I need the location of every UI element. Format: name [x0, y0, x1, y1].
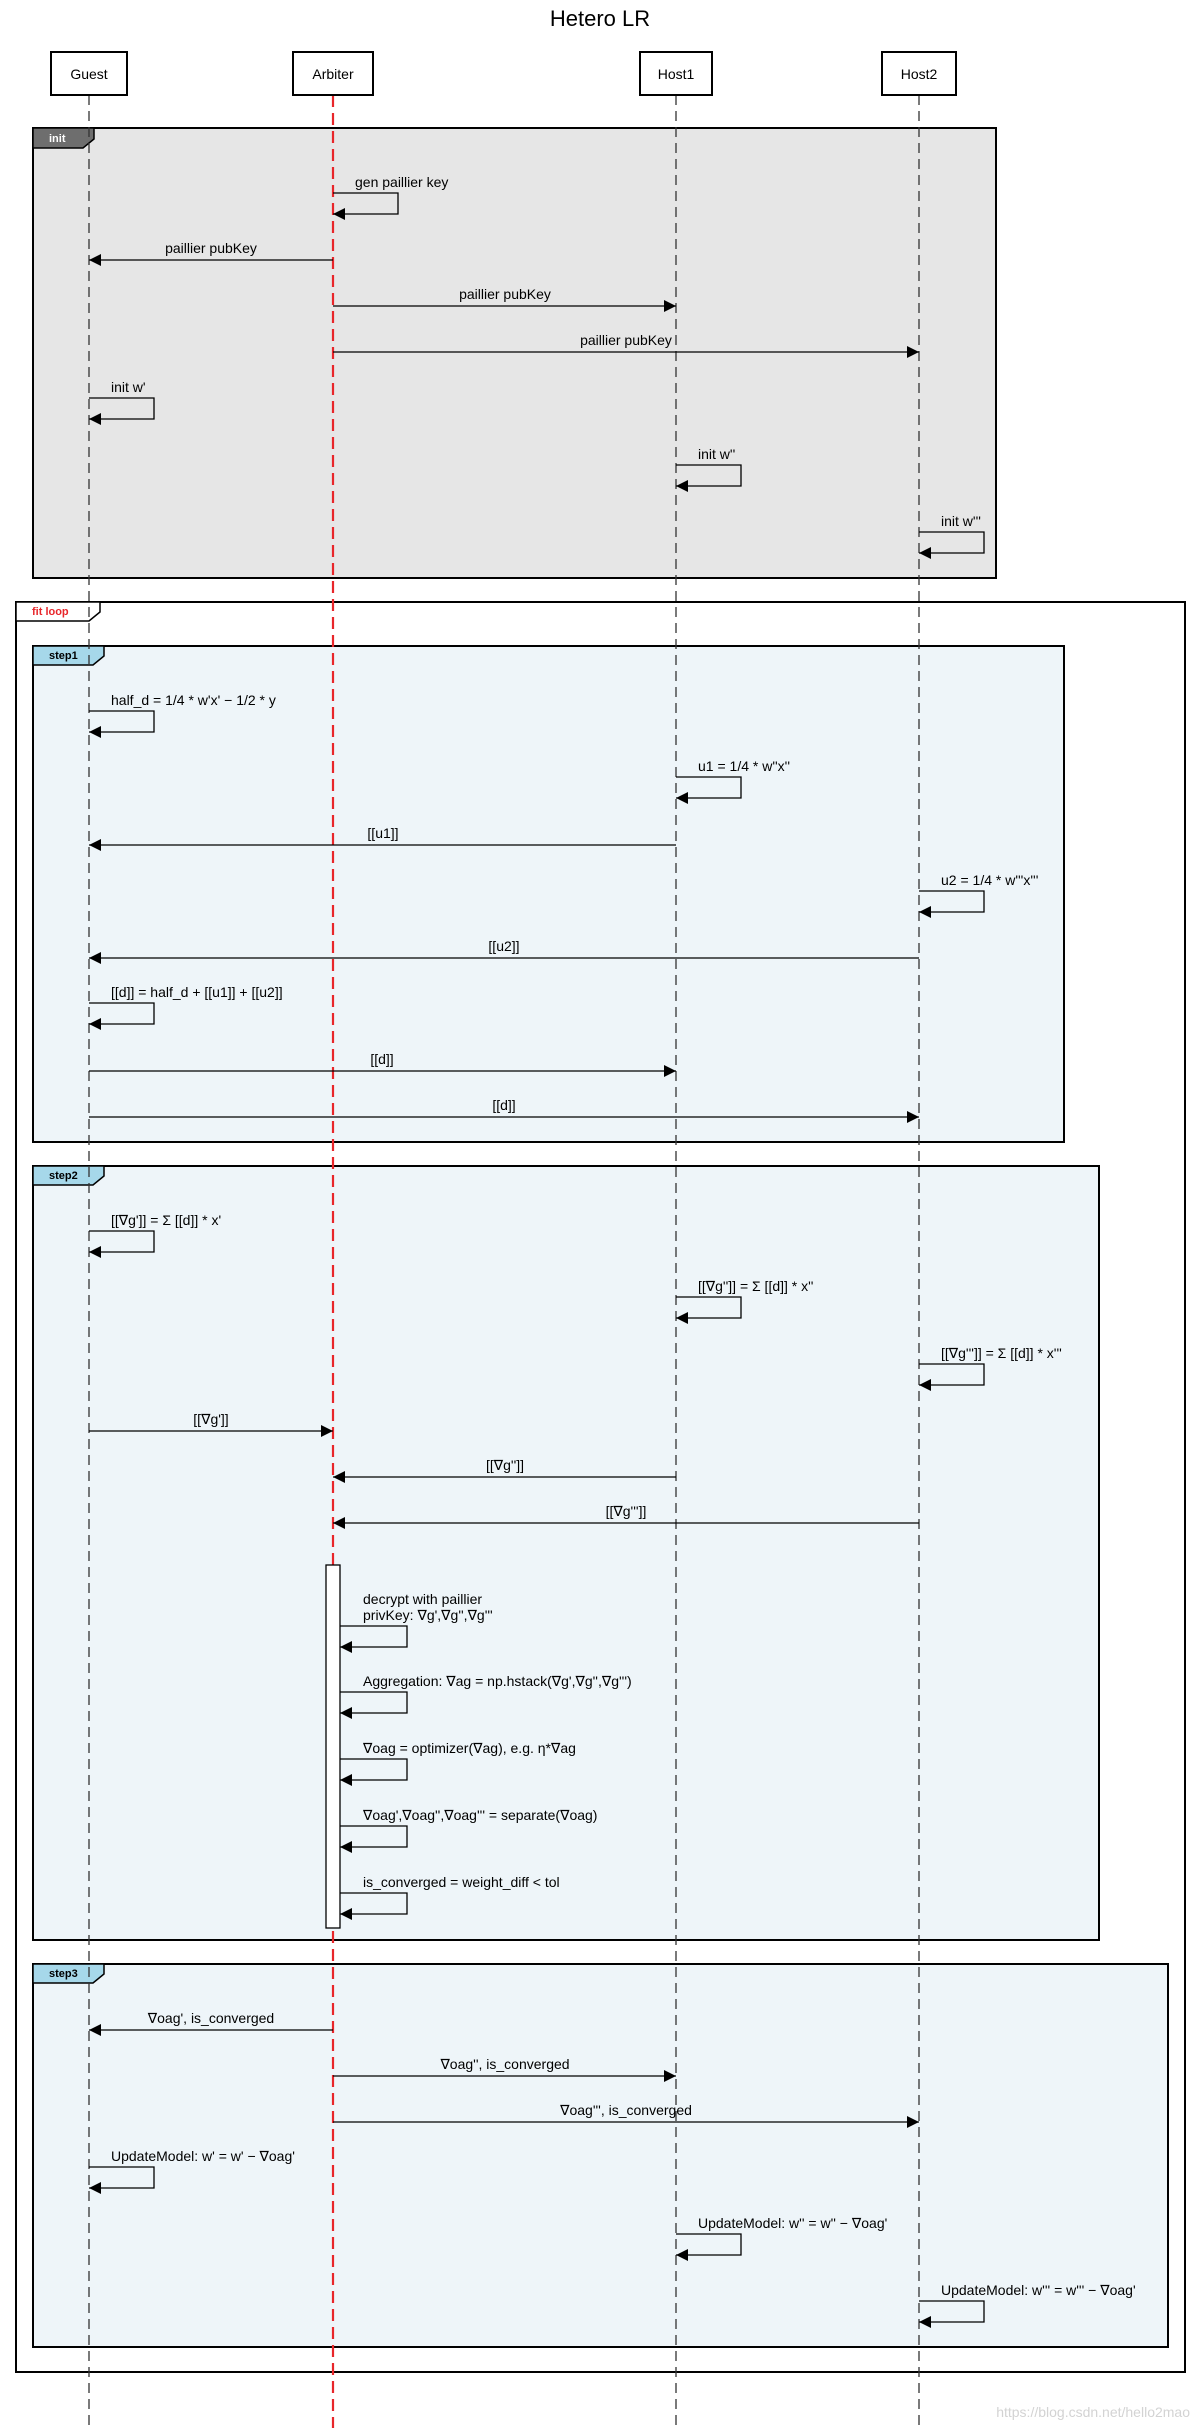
- participant-label: Guest: [70, 66, 107, 82]
- fit-loop-frame-label: fit loop: [32, 606, 69, 618]
- message-label: [[∇g'']]: [486, 1457, 524, 1473]
- message-label: [[d]] = half_d + [[u1]] + [[u2]]: [111, 984, 283, 1000]
- message-label: ∇oag''', is_converged: [559, 2102, 692, 2118]
- self-message-arrow: [919, 2300, 985, 2328]
- step3-frame-box: [32, 1963, 1169, 2348]
- fit-loop-frame-tag: [15, 601, 101, 622]
- init-frame-label: init: [49, 133, 66, 145]
- self-message-arrow: [340, 1758, 408, 1786]
- message-label: [[∇g'']] = Σ [[d]] * x'': [698, 1278, 813, 1294]
- self-message-arrow: [919, 1363, 985, 1391]
- frame-init: init: [32, 127, 997, 579]
- message-label: [[∇g''']]: [606, 1503, 647, 1519]
- self-message-arrow: [340, 1625, 408, 1653]
- self-message-arrow: [89, 1002, 155, 1030]
- participant-label: Host1: [658, 66, 695, 82]
- message-label: half_d = 1/4 * w'x' − 1/2 * y: [111, 692, 276, 708]
- participant-arbiter: Arbiter: [292, 51, 374, 96]
- self-message-arrow: [340, 1825, 408, 1853]
- message-label: paillier pubKey: [459, 286, 551, 302]
- message-label: [[u1]]: [367, 825, 398, 841]
- message-label: UpdateModel: w'' = w'' − ∇oag': [698, 2215, 887, 2231]
- self-message-arrow: [676, 776, 742, 804]
- self-message-arrow: [676, 2233, 742, 2261]
- self-message-arrow: [89, 710, 155, 738]
- step1-frame-tag: [32, 645, 105, 666]
- message-label: privKey: ∇g',∇g'',∇g''': [363, 1607, 493, 1623]
- arbiter-activation-bar: [325, 1564, 341, 1929]
- step2-frame-label: step2: [49, 1170, 78, 1182]
- message-label: Aggregation: ∇ag = np.hstack(∇g',∇g'',∇g…: [363, 1673, 632, 1689]
- participant-box: [881, 51, 957, 96]
- self-message-arrow: [89, 1230, 155, 1258]
- participant-box: [50, 51, 128, 96]
- message-label: [[∇g']]: [193, 1411, 228, 1427]
- message-label: ∇oag', is_converged: [147, 2010, 274, 2026]
- message-label: paillier pubKey: [580, 332, 672, 348]
- participant-box: [639, 51, 713, 96]
- message-label: init w': [111, 379, 146, 395]
- message-label: decrypt with paillier: [363, 1591, 482, 1607]
- participant-host2: Host2: [881, 51, 957, 96]
- message-label: u2 = 1/4 * w'''x''': [941, 872, 1038, 888]
- participant-guest: Guest: [50, 51, 128, 96]
- frame-step1: step1: [32, 645, 1065, 1143]
- diagram-title: Hetero LR: [550, 6, 650, 31]
- message-label: [[d]]: [370, 1051, 393, 1067]
- message-label: init w''': [941, 513, 981, 529]
- participant-label: Arbiter: [312, 66, 354, 82]
- fit-loop-frame-box: [15, 601, 1186, 2373]
- self-message-arrow: [89, 2166, 155, 2194]
- self-message-arrow: [89, 397, 155, 425]
- self-message-arrow: [333, 192, 399, 220]
- message-label: init w'': [698, 446, 735, 462]
- message-label: ∇oag = optimizer(∇ag), e.g. η*∇ag: [362, 1740, 576, 1756]
- frame-step3: step3: [32, 1963, 1169, 2348]
- self-message-arrow: [340, 1691, 408, 1719]
- participant-label: Host2: [901, 66, 938, 82]
- self-message-arrow: [919, 531, 985, 559]
- step2-frame-tag: [32, 1165, 105, 1186]
- watermark: https://blog.csdn.net/hello2mao: [996, 2404, 1190, 2420]
- message-label: UpdateModel: w''' = w''' − ∇oag': [941, 2282, 1136, 2298]
- message-label: [[∇g']] = Σ [[d]] * x': [111, 1212, 221, 1228]
- self-message-arrow: [340, 1892, 408, 1920]
- participant-box: [292, 51, 374, 96]
- message-label: [[u2]]: [488, 938, 519, 954]
- message-label: [[∇g''']] = Σ [[d]] * x''': [941, 1345, 1062, 1361]
- message-label: UpdateModel: w' = w' − ∇oag': [111, 2148, 295, 2164]
- init-frame-box: [32, 127, 997, 579]
- self-message-arrow: [919, 890, 985, 918]
- message-label: [[d]]: [492, 1097, 515, 1113]
- self-message-arrow: [676, 1296, 742, 1324]
- self-message-arrow: [676, 464, 742, 492]
- participant-host1: Host1: [639, 51, 713, 96]
- message-label: ∇oag',∇oag'',∇oag''' = separate(∇oag): [362, 1807, 597, 1823]
- frame-step2: step2: [32, 1165, 1100, 1941]
- message-label: paillier pubKey: [165, 240, 257, 256]
- step3-frame-label: step3: [49, 1968, 78, 1980]
- step1-frame-label: step1: [49, 650, 78, 662]
- message-label: gen paillier key: [355, 174, 448, 190]
- frame-fit-loop: fit loop: [15, 601, 1186, 2373]
- message-label: ∇oag'', is_converged: [439, 2056, 569, 2072]
- step2-frame-box: [32, 1165, 1100, 1941]
- message-label: u1 = 1/4 * w''x'': [698, 758, 790, 774]
- message-label: is_converged = weight_diff < tol: [363, 1874, 560, 1890]
- step1-frame-box: [32, 645, 1065, 1143]
- step3-frame-tag: [32, 1963, 105, 1984]
